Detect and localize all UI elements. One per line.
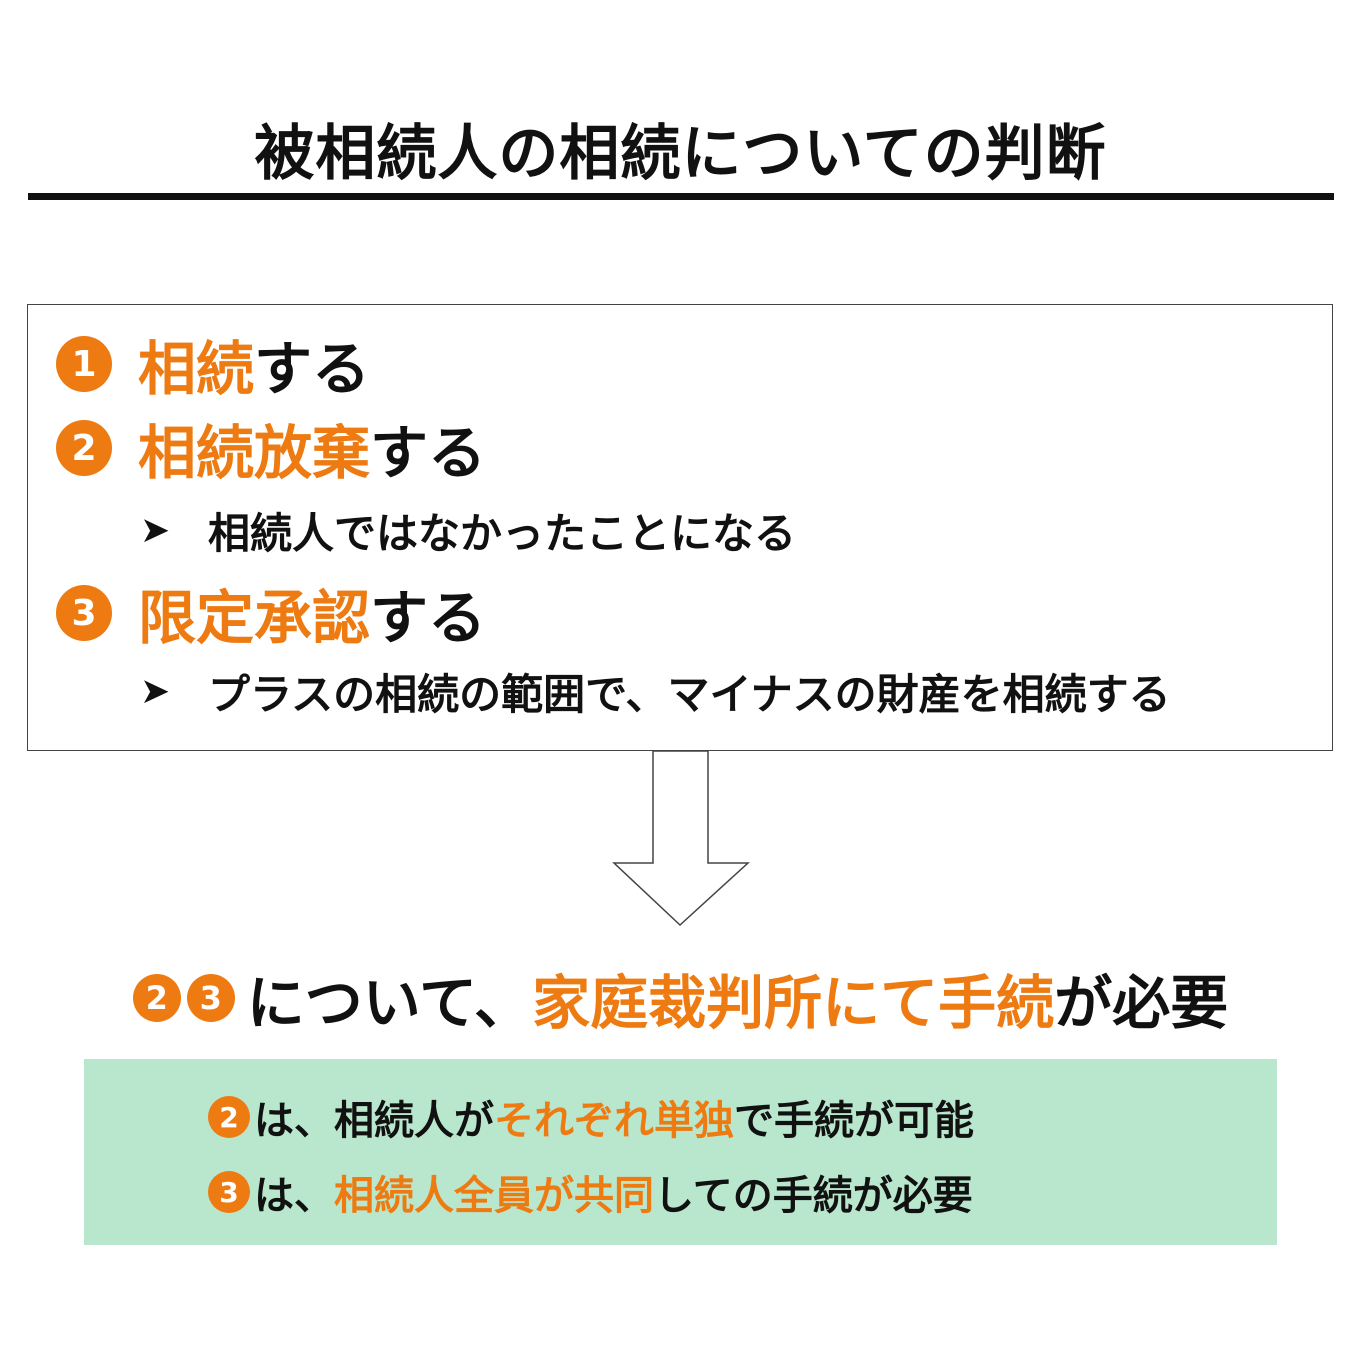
option-inherit: 1 相続する <box>56 329 370 403</box>
option-highlight: 相続放棄 <box>138 419 371 487</box>
option-suffix: する <box>370 419 487 487</box>
option-limited-approval: 3 限定承認する <box>56 578 486 652</box>
note-highlight: 相続人全員が共同 <box>334 1173 654 1219</box>
option-suffix: する <box>254 335 371 403</box>
option-renounce: 2 相続放棄する <box>56 413 486 487</box>
title-underline <box>28 193 1334 200</box>
arrowhead-icon: ➤ <box>140 509 171 551</box>
note-renounce: 2 は、相続人がそれぞれ単独で手続が可能 <box>208 1087 974 1147</box>
note-suffix: しての手続が必要 <box>654 1173 973 1219</box>
sub-item-limited: ➤ プラスの相続の範囲で、マイナスの財産を相続する <box>140 663 1171 719</box>
number-badge-2: 2 <box>132 974 181 1022</box>
number-badge-3: 3 <box>186 974 235 1022</box>
number-badge-1: 1 <box>56 336 112 392</box>
conclusion-prefix: について、 <box>246 969 533 1037</box>
conclusion-highlight: 家庭裁判所にて手続 <box>532 969 1055 1037</box>
option-highlight: 限定承認 <box>138 584 371 652</box>
note-prefix: は、相続人が <box>254 1098 494 1144</box>
note-box <box>84 1059 1277 1245</box>
sub-item-text: プラスの相続の範囲で、マイナスの財産を相続する <box>208 669 1171 719</box>
option-suffix: する <box>370 584 487 652</box>
note-prefix: は、 <box>254 1173 334 1219</box>
arrowhead-icon: ➤ <box>140 670 171 712</box>
note-limited: 3 は、相続人全員が共同しての手続が必要 <box>208 1162 973 1222</box>
conclusion: 2 3 について、家庭裁判所にて手続が必要 <box>0 955 1361 1041</box>
number-badge-2: 2 <box>56 420 112 476</box>
number-badge-2: 2 <box>208 1096 250 1138</box>
sub-item-text: 相続人ではなかったことになる <box>208 508 797 558</box>
number-badge-3: 3 <box>208 1171 250 1213</box>
note-highlight: それぞれ単独 <box>494 1098 734 1144</box>
number-badge-3: 3 <box>56 585 112 641</box>
conclusion-suffix: が必要 <box>1054 969 1229 1037</box>
down-arrow-icon <box>612 751 750 927</box>
option-highlight: 相続 <box>138 335 255 403</box>
sub-item-renounce: ➤ 相続人ではなかったことになる <box>140 502 796 558</box>
options-box <box>27 304 1333 751</box>
page-title: 被相続人の相続についての判断 <box>254 119 1107 189</box>
note-suffix: で手続が可能 <box>734 1098 974 1144</box>
